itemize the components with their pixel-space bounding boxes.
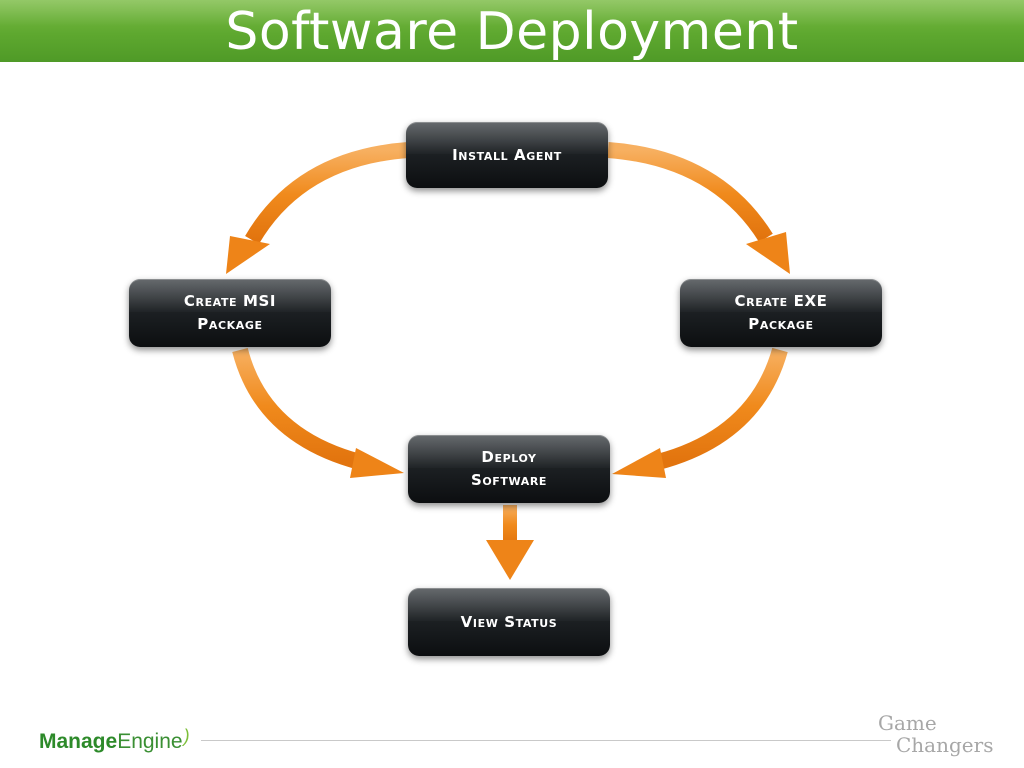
logo-text-light: Engine (117, 730, 183, 753)
manageengine-logo: ManageEngine) (39, 722, 190, 756)
footer-divider (201, 740, 891, 741)
arrow-install-to-exe-head (746, 232, 790, 274)
node-create-msi-label: Create MSI Package (183, 292, 277, 333)
arrow-msi-to-deploy (232, 347, 363, 470)
arrow-install-to-exe (607, 142, 773, 243)
slide-title: Software Deployment (225, 2, 799, 62)
game-changers-tagline: Game Changers (878, 712, 993, 756)
node-install-agent: Install Agent (406, 122, 608, 188)
node-create-exe-package: Create EXE Package (680, 279, 882, 347)
tagline-line-1: Game (878, 711, 937, 735)
arrow-msi-to-deploy-head (350, 448, 404, 478)
node-deploy-software-label: Deploy Software (470, 448, 548, 489)
logo-text-bold: Manage (39, 730, 118, 753)
node-deploy-software: Deploy Software (408, 435, 610, 503)
node-view-status: View Status (408, 588, 610, 656)
node-create-exe-label: Create EXE Package (734, 292, 828, 333)
node-install-agent-label: Install Agent (452, 145, 562, 164)
arrow-deploy-to-status (503, 505, 517, 545)
title-banner: Software Deployment (0, 0, 1024, 62)
logo-swoosh-icon: ) (183, 726, 190, 746)
node-create-msi-package: Create MSI Package (129, 279, 331, 347)
node-view-status-label: View Status (460, 612, 558, 631)
tagline-line-2: Changers (896, 733, 994, 757)
arrow-deploy-to-status-head (486, 540, 534, 580)
arrow-install-to-msi (245, 142, 409, 245)
arrow-exe-to-deploy (655, 347, 788, 470)
arrow-install-to-msi-head (226, 236, 270, 274)
arrow-exe-to-deploy-head (612, 448, 666, 478)
